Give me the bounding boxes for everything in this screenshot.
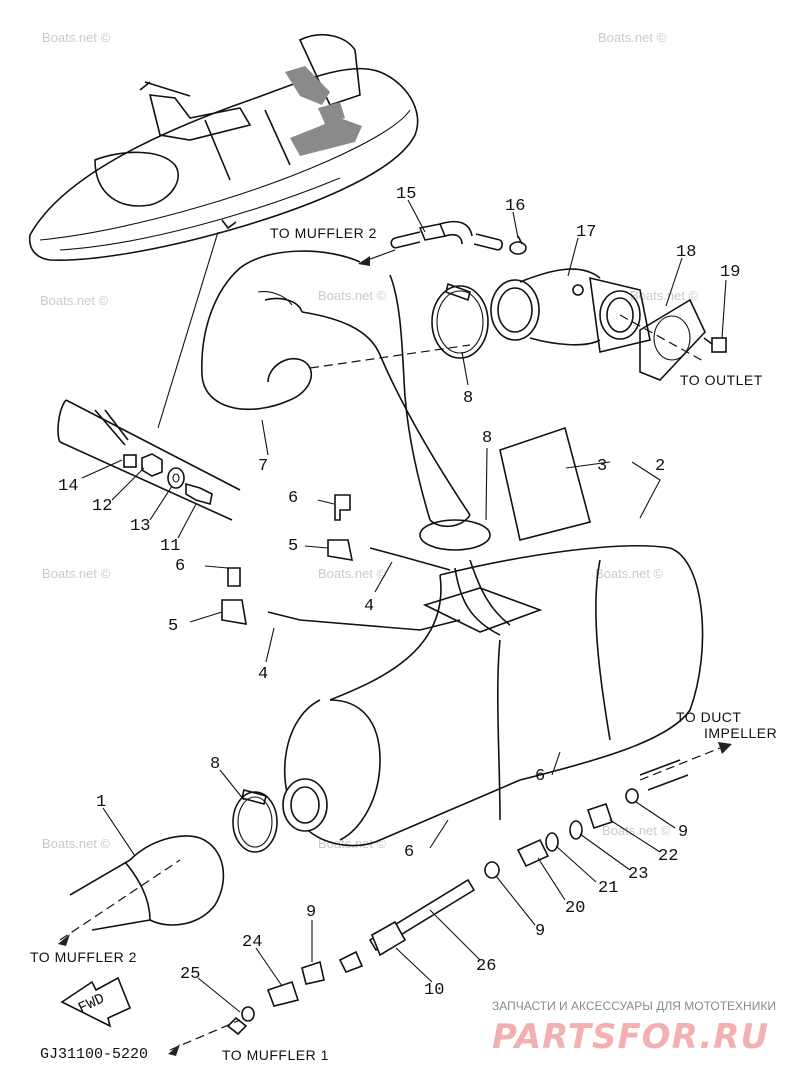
part-number-8: 8 — [482, 429, 492, 448]
hose-duct — [639, 759, 689, 791]
part-leaders — [81, 199, 727, 1013]
watermark: Boats.net © — [318, 836, 387, 851]
leader-line — [157, 231, 219, 429]
part-number-15: 15 — [396, 185, 416, 204]
part-number-9: 9 — [306, 903, 316, 922]
clamp-8-top — [431, 282, 489, 359]
note-to-duct: TO DUCT — [676, 709, 741, 725]
part-number-4: 4 — [364, 597, 374, 616]
watermark: Boats.net © — [318, 566, 387, 581]
elbow-17 — [490, 268, 651, 353]
watermark: Boats.net © — [318, 288, 387, 303]
part-number-4: 4 — [258, 665, 268, 684]
leader-line — [169, 1019, 241, 1051]
part-number-5: 5 — [288, 537, 298, 556]
note-to-outlet: TO OUTLET — [680, 372, 763, 388]
muffler-top-plate — [422, 426, 591, 633]
part-number-3: 3 — [597, 457, 607, 476]
part-number-1: 1 — [96, 793, 106, 812]
bottom-hoses — [226, 861, 500, 1036]
part-number-6: 6 — [404, 843, 414, 862]
watermark: Boats.net © — [42, 566, 111, 581]
bracket-plate — [57, 399, 241, 521]
part-number-14: 14 — [58, 477, 78, 496]
fasteners-left — [123, 453, 213, 506]
part-number-23: 23 — [628, 865, 648, 884]
mounting-hardware — [221, 494, 461, 631]
part-number-8: 8 — [463, 389, 473, 408]
exhaust-pipe-7 — [201, 250, 471, 528]
diagram-code: GJ31100-5220 — [40, 1046, 148, 1063]
watermark: Boats.net © — [42, 836, 111, 851]
arrow-head-icon — [58, 934, 70, 946]
leader-line — [309, 344, 471, 369]
arrow-head-icon — [168, 1044, 180, 1056]
note-to-muffler-1: TO MUFFLER 1 — [222, 1047, 329, 1063]
flow-notes: TO MUFFLER 2 TO OUTLET TO DUCT IMPELLER … — [30, 225, 777, 1063]
clamp-8-bottom — [232, 789, 278, 853]
part-number-26: 26 — [476, 957, 496, 976]
part-number-24: 24 — [242, 933, 262, 952]
part-number-8: 8 — [210, 755, 220, 774]
part-number-17: 17 — [576, 223, 596, 242]
part-number-13: 13 — [130, 517, 150, 536]
part-numbers: 15 16 17 18 19 8 7 8 3 2 14 12 13 11 6 6… — [58, 185, 740, 1000]
clamp-16 — [509, 235, 527, 255]
part-number-12: 12 — [92, 497, 112, 516]
arrow-head-icon — [358, 256, 370, 266]
muffler-body — [282, 545, 704, 847]
part-number-25: 25 — [180, 965, 200, 984]
bolt-19 — [703, 337, 727, 353]
part-number-11: 11 — [160, 537, 180, 556]
part-number-10: 10 — [424, 981, 444, 1000]
fwd-arrow-icon: FWD — [60, 976, 132, 1028]
leader-line — [59, 859, 181, 941]
pipe-1 — [69, 835, 225, 931]
part-number-9: 9 — [678, 823, 688, 842]
note-impeller: IMPELLER — [704, 725, 777, 741]
part-number-6: 6 — [535, 767, 545, 786]
part-number-5: 5 — [168, 617, 178, 636]
watermark: Boats.net © — [40, 293, 109, 308]
hose-15 — [390, 220, 503, 251]
watermark: Boats.net © — [630, 288, 699, 303]
brand-subtitle: ЗАПЧАСТИ И АКСЕССУАРЫ ДЛЯ МОТОТЕХНИКИ — [492, 999, 776, 1013]
watermark: Boats.net © — [42, 30, 111, 45]
note-to-muffler-2: TO MUFFLER 2 — [30, 949, 137, 965]
leader-line — [639, 747, 721, 781]
watercraft-illustration — [28, 34, 419, 262]
part-number-20: 20 — [565, 899, 585, 918]
clamp-8-middle — [419, 519, 491, 551]
partsfor-logo: ЗАПЧАСТИ И АКСЕССУАРЫ ДЛЯ МОТОТЕХНИКИ PA… — [492, 999, 776, 1057]
part-number-6: 6 — [175, 557, 185, 576]
watermark: Boats.net © — [602, 823, 671, 838]
part-number-2: 2 — [655, 457, 665, 476]
brand-logo-text: PARTSFOR.RU — [492, 1017, 769, 1057]
note-to-muffler-2: TO MUFFLER 2 — [270, 225, 377, 241]
part-number-19: 19 — [720, 263, 740, 282]
watermark: Boats.net © — [598, 30, 667, 45]
part-number-18: 18 — [676, 243, 696, 262]
part-number-22: 22 — [658, 847, 678, 866]
fittings-right — [516, 788, 639, 868]
part-number-6: 6 — [288, 489, 298, 508]
watermarks: Boats.net © Boats.net © Boats.net © Boat… — [40, 30, 699, 851]
part-number-21: 21 — [598, 879, 618, 898]
part-number-7: 7 — [258, 457, 268, 476]
part-number-9: 9 — [535, 922, 545, 941]
arrow-head-icon — [718, 742, 732, 754]
gasket-18 — [639, 298, 706, 381]
watermark: Boats.net © — [595, 566, 664, 581]
leader-line — [619, 314, 706, 363]
part-number-16: 16 — [505, 197, 525, 216]
